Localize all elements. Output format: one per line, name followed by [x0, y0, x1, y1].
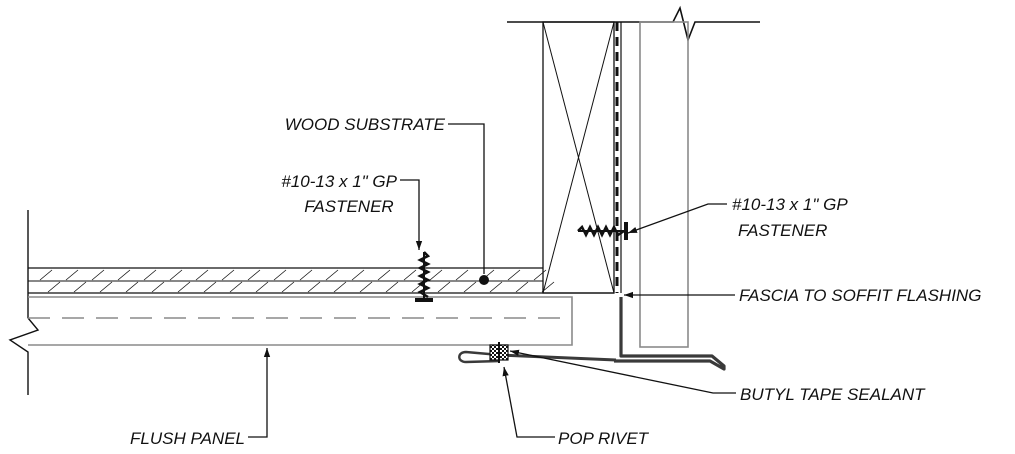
- leader-flush-panel: [248, 348, 271, 438]
- right-fastener: [577, 222, 628, 240]
- substrate-hatch-line: [39, 269, 53, 281]
- substrate-hatching: [39, 269, 555, 293]
- substrate-hatch-line: [325, 269, 339, 281]
- substrate-hatch-line: [221, 269, 235, 281]
- substrate-hatch-line: [463, 281, 477, 293]
- substrate-hatch-line: [533, 269, 547, 281]
- substrate-hatch-line: [91, 269, 105, 281]
- leader-pop-rivet: [502, 366, 555, 438]
- wood-substrate: [28, 267, 614, 294]
- substrate-hatch-line: [125, 281, 139, 293]
- fascia-board: [639, 21, 689, 348]
- substrate-hatch-line: [507, 269, 521, 281]
- label-butyl-tape: BUTYL TAPE SEALANT: [740, 385, 926, 404]
- label-wood-substrate: WOOD SUBSTRATE: [285, 115, 446, 134]
- substrate-hatch-line: [541, 281, 555, 293]
- substrate-hatch-line: [281, 281, 295, 293]
- label-right-fastener-line1: #10-13 x 1" GP: [732, 195, 848, 214]
- substrate-hatch-line: [455, 269, 469, 281]
- label-left-fastener-line1: #10-13 x 1" GP: [281, 172, 397, 191]
- substrate-hatch-line: [437, 281, 451, 293]
- substrate-hatch-line: [169, 269, 183, 281]
- stud-cross-2: [542, 21, 615, 294]
- leaders: [248, 123, 736, 438]
- substrate-hatch-line: [229, 281, 243, 293]
- wood-substrate-leader-dot: [479, 275, 489, 285]
- leader-butyl-tape: [509, 349, 736, 394]
- substrate-hatch-line: [359, 281, 373, 293]
- substrate-hatch-line: [333, 281, 347, 293]
- substrate-hatch-line: [117, 269, 131, 281]
- substrate-hatch-line: [273, 269, 287, 281]
- substrate-hatch-line: [385, 281, 399, 293]
- label-right-fastener-line2: FASTENER: [738, 221, 827, 240]
- substrate-hatch-line: [515, 281, 529, 293]
- leader-right-fastener: [627, 203, 727, 234]
- substrate-hatch-line: [351, 269, 365, 281]
- leader-wood-substrate: [448, 123, 485, 274]
- substrate-hatch-line: [247, 269, 261, 281]
- leader-left-fastener: [400, 179, 423, 250]
- substrate-hatch-line: [429, 269, 443, 281]
- substrate-hatch-line: [299, 269, 313, 281]
- left-fastener: [415, 251, 433, 302]
- substrate-hatch-line: [177, 281, 191, 293]
- substrate-hatch-line: [377, 269, 391, 281]
- substrate-hatch-line: [203, 281, 217, 293]
- left-wall-edge: [8, 210, 40, 395]
- substrate-hatch-line: [65, 269, 79, 281]
- label-left-fastener-line2: FASTENER: [304, 197, 393, 216]
- flush-panel: [28, 296, 573, 346]
- substrate-hatch-line: [307, 281, 321, 293]
- substrate-hatch-line: [151, 281, 165, 293]
- label-fascia-flashing: FASCIA TO SOFFIT FLASHING: [739, 286, 981, 305]
- top-break-line: [507, 5, 760, 43]
- wall-framing: [507, 5, 760, 348]
- label-flush-panel: FLUSH PANEL: [130, 429, 245, 448]
- substrate-hatch-line: [255, 281, 269, 293]
- substrate-hatch-line: [73, 281, 87, 293]
- substrate-hatch-line: [99, 281, 113, 293]
- substrate-hatch-line: [403, 269, 417, 281]
- substrate-hatch-line: [195, 269, 209, 281]
- pop-rivet: [489, 342, 509, 363]
- substrate-hatch-line: [47, 281, 61, 293]
- label-pop-rivet: POP RIVET: [558, 429, 650, 448]
- substrate-hatch-line: [489, 281, 503, 293]
- substrate-hatch-line: [143, 269, 157, 281]
